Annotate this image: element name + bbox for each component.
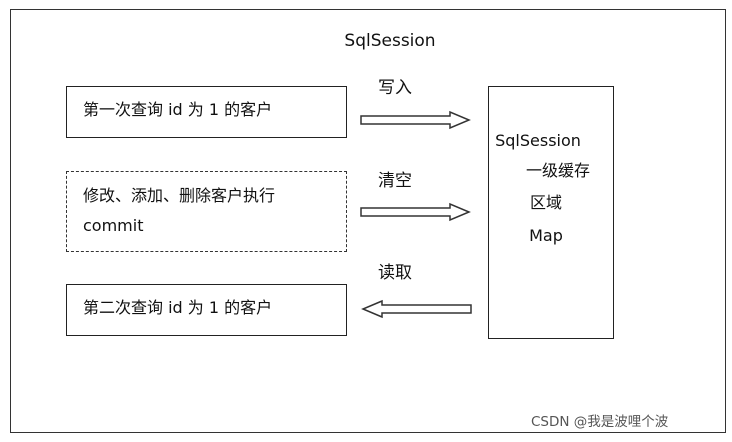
first-query-box: 第一次查询 id 为 1 的客户 [66, 86, 347, 138]
write-arrow-label: 写入 [378, 78, 412, 98]
clear-arrow-label: 清空 [378, 171, 412, 191]
cache-line-first-level-cache: 一级缓存 [525, 161, 590, 180]
cache-line-area: 区域 [529, 193, 562, 212]
read-arrow [361, 299, 472, 319]
commit-box: 修改、添加、删除客户执行 commit [66, 171, 347, 252]
commit-text-line-1: 修改、添加、删除客户执行 [83, 186, 276, 205]
commit-text: 修改、添加、删除客户执行 commit [83, 184, 275, 238]
diagram-title: SqlSession [344, 31, 436, 51]
write-arrow [360, 110, 471, 130]
sqlsession-cache-box: SqlSession 一级缓存 区域 Map [488, 86, 614, 339]
commit-text-line-2: commit [83, 216, 144, 235]
first-query-text: 第一次查询 id 为 1 的客户 [83, 100, 273, 119]
cache-line-map: Map [529, 226, 563, 245]
read-arrow-label: 读取 [378, 263, 412, 283]
second-query-box: 第二次查询 id 为 1 的客户 [66, 284, 347, 336]
cache-line-sqlsession: SqlSession [495, 131, 581, 150]
csdn-watermark: CSDN @我是波哩个波 [531, 414, 669, 430]
second-query-text: 第二次查询 id 为 1 的客户 [83, 298, 273, 317]
clear-arrow [360, 202, 471, 222]
